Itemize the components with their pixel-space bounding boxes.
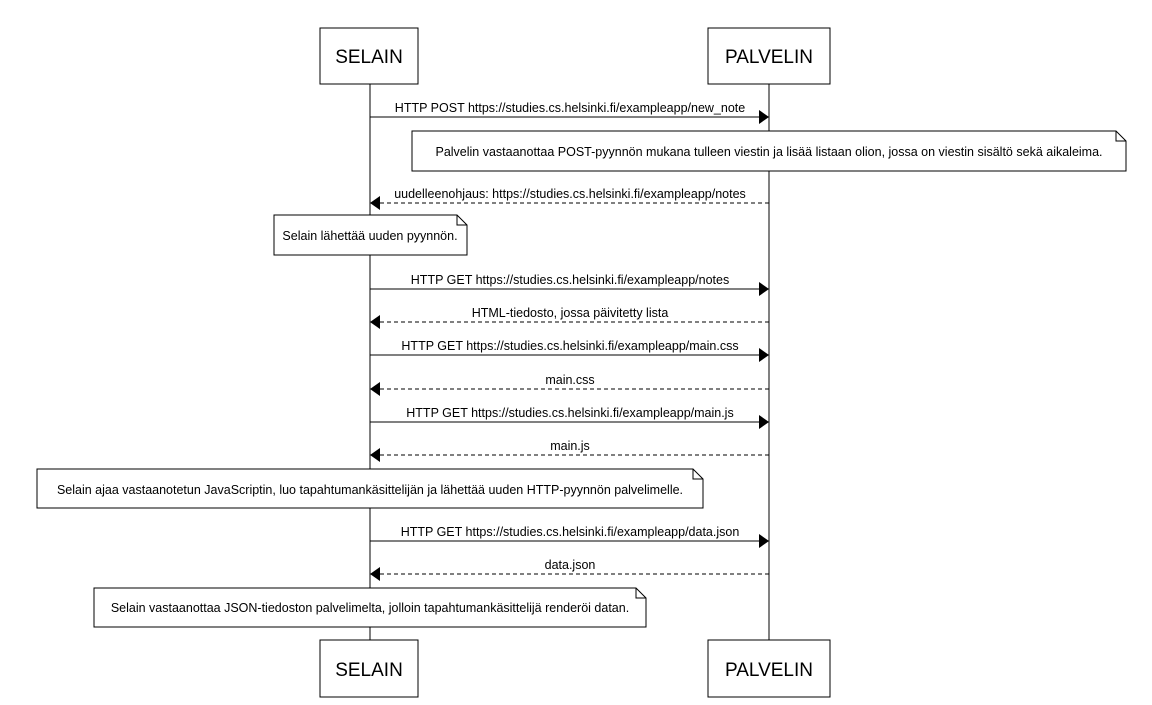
message-main-js-response: main.js [370,439,769,462]
note-browser-runs-js: Selain ajaa vastaanotetun JavaScriptin, … [36,468,704,509]
note-browser-new-request: Selain lähettää uuden pyynnön. [273,214,468,256]
message-http-get-data-json: HTTP GET https://studies.cs.helsinki.fi/… [370,525,769,548]
participant-label: PALVELIN [725,47,813,68]
message-label: HTTP GET https://studies.cs.helsinki.fi/… [401,525,740,539]
message-label: HTTP GET https://studies.cs.helsinki.fi/… [401,339,738,353]
message-label: HTTP POST https://studies.cs.helsinki.fi… [395,101,745,115]
note-text: Selain lähettää uuden pyynnön. [282,229,457,243]
participant-selain-bottom: SELAIN [319,639,419,698]
participant-label: PALVELIN [725,660,813,681]
message-label: main.js [550,439,590,453]
message-http-post-new-note: HTTP POST https://studies.cs.helsinki.fi… [370,101,769,124]
participant-palvelin-top: PALVELIN [707,27,831,85]
message-http-get-main-css: HTTP GET https://studies.cs.helsinki.fi/… [370,339,769,362]
message-redirect-notes: uudelleenohjaus: https://studies.cs.hels… [370,187,769,210]
note-text: Palvelin vastaanottaa POST-pyynnön mukan… [435,145,1102,159]
participant-selain-top: SELAIN [319,27,419,85]
message-label: HTTP GET https://studies.cs.helsinki.fi/… [411,273,729,287]
note-server-stores-note: Palvelin vastaanottaa POST-pyynnön mukan… [411,130,1127,172]
participant-label: SELAIN [335,660,403,681]
note-text: Selain ajaa vastaanotetun JavaScriptin, … [57,483,683,497]
message-label: HTTP GET https://studies.cs.helsinki.fi/… [406,406,733,420]
participant-label: SELAIN [335,47,403,68]
note-browser-renders-data: Selain vastaanottaa JSON-tiedoston palve… [93,587,647,628]
note-text: Selain vastaanottaa JSON-tiedoston palve… [111,601,629,615]
message-main-css-response: main.css [370,373,769,396]
message-html-response: HTML-tiedosto, jossa päivitetty lista [370,306,769,329]
message-label: uudelleenohjaus: https://studies.cs.hels… [394,187,746,201]
message-data-json-response: data.json [370,558,769,581]
participant-palvelin-bottom: PALVELIN [707,639,831,698]
message-label: HTML-tiedosto, jossa päivitetty lista [472,306,669,320]
message-label: data.json [545,558,596,572]
message-label: main.css [545,373,594,387]
message-http-get-main-js: HTTP GET https://studies.cs.helsinki.fi/… [370,406,769,429]
message-http-get-notes: HTTP GET https://studies.cs.helsinki.fi/… [370,273,769,296]
